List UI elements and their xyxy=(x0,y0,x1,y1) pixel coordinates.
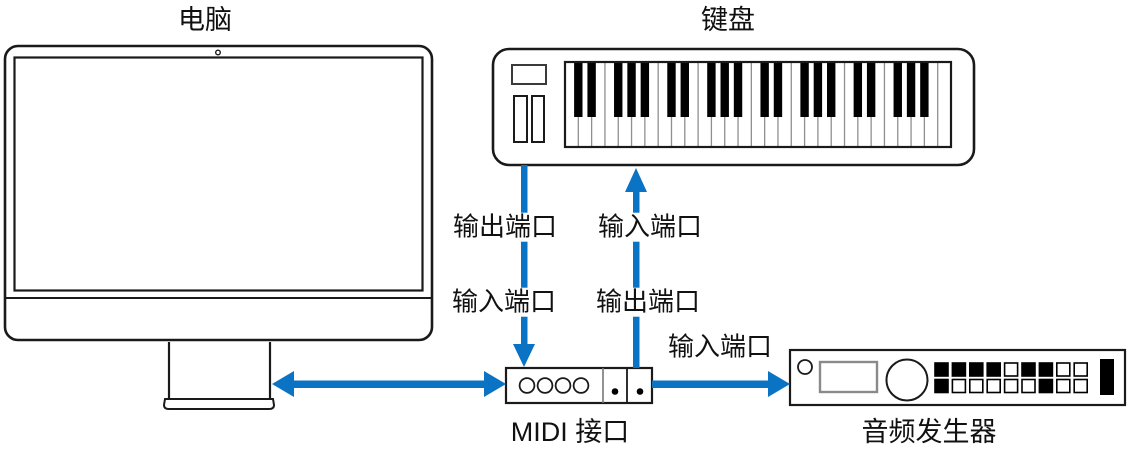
keyboard-display xyxy=(511,64,547,85)
keyboard-label: 键盘 xyxy=(701,5,755,36)
interface-out-port-label: 输出端口 xyxy=(592,288,704,317)
computer-illustration xyxy=(3,44,434,410)
tone-generator-slider xyxy=(1100,359,1114,395)
interface-in-port-label: 输入端口 xyxy=(448,288,560,317)
keyboard-pitch-wheel xyxy=(513,95,528,143)
tone-generator-jack xyxy=(797,359,813,375)
midi-port-4 xyxy=(572,377,590,394)
computer-screen xyxy=(13,56,424,292)
midi-dot-2 xyxy=(636,388,644,395)
tone-generator-label: 音频发生器 xyxy=(861,417,997,448)
midi-port-1 xyxy=(518,377,536,394)
midi-dot-1 xyxy=(611,388,619,395)
computer-interface-bidirectional-arrow xyxy=(272,371,506,397)
midi-interface-illustration xyxy=(504,366,654,405)
midi-port-2 xyxy=(536,377,554,394)
midi-port-3 xyxy=(554,377,572,394)
midi-interface-label: MIDI 接口 xyxy=(510,417,630,448)
connection-arrows xyxy=(272,165,790,397)
keyboard-illustration xyxy=(491,47,976,167)
computer-stand xyxy=(167,342,272,399)
computer-stand-base xyxy=(162,398,276,410)
computer-label: 电脑 xyxy=(178,5,232,36)
interface-to-keyboard-arrow xyxy=(625,168,647,368)
tone-generator-led-grid xyxy=(934,362,1088,394)
tone-generator-knob xyxy=(885,358,929,402)
computer-camera-dot xyxy=(214,49,221,56)
keyboard-out-port-label: 输出端口 xyxy=(449,213,561,242)
tone-generator-display xyxy=(818,360,879,394)
piano-keys xyxy=(574,62,939,147)
tone-generator-illustration xyxy=(788,348,1127,407)
interface-to-generator-arrow xyxy=(652,371,790,397)
keyboard-key-frame xyxy=(563,60,953,149)
keyboard-mod-wheel xyxy=(531,95,545,143)
generator-in-port-label: 输入端口 xyxy=(664,333,776,362)
keyboard-in-port-label: 输入端口 xyxy=(594,213,706,242)
keyboard-to-interface-arrow xyxy=(513,165,535,367)
